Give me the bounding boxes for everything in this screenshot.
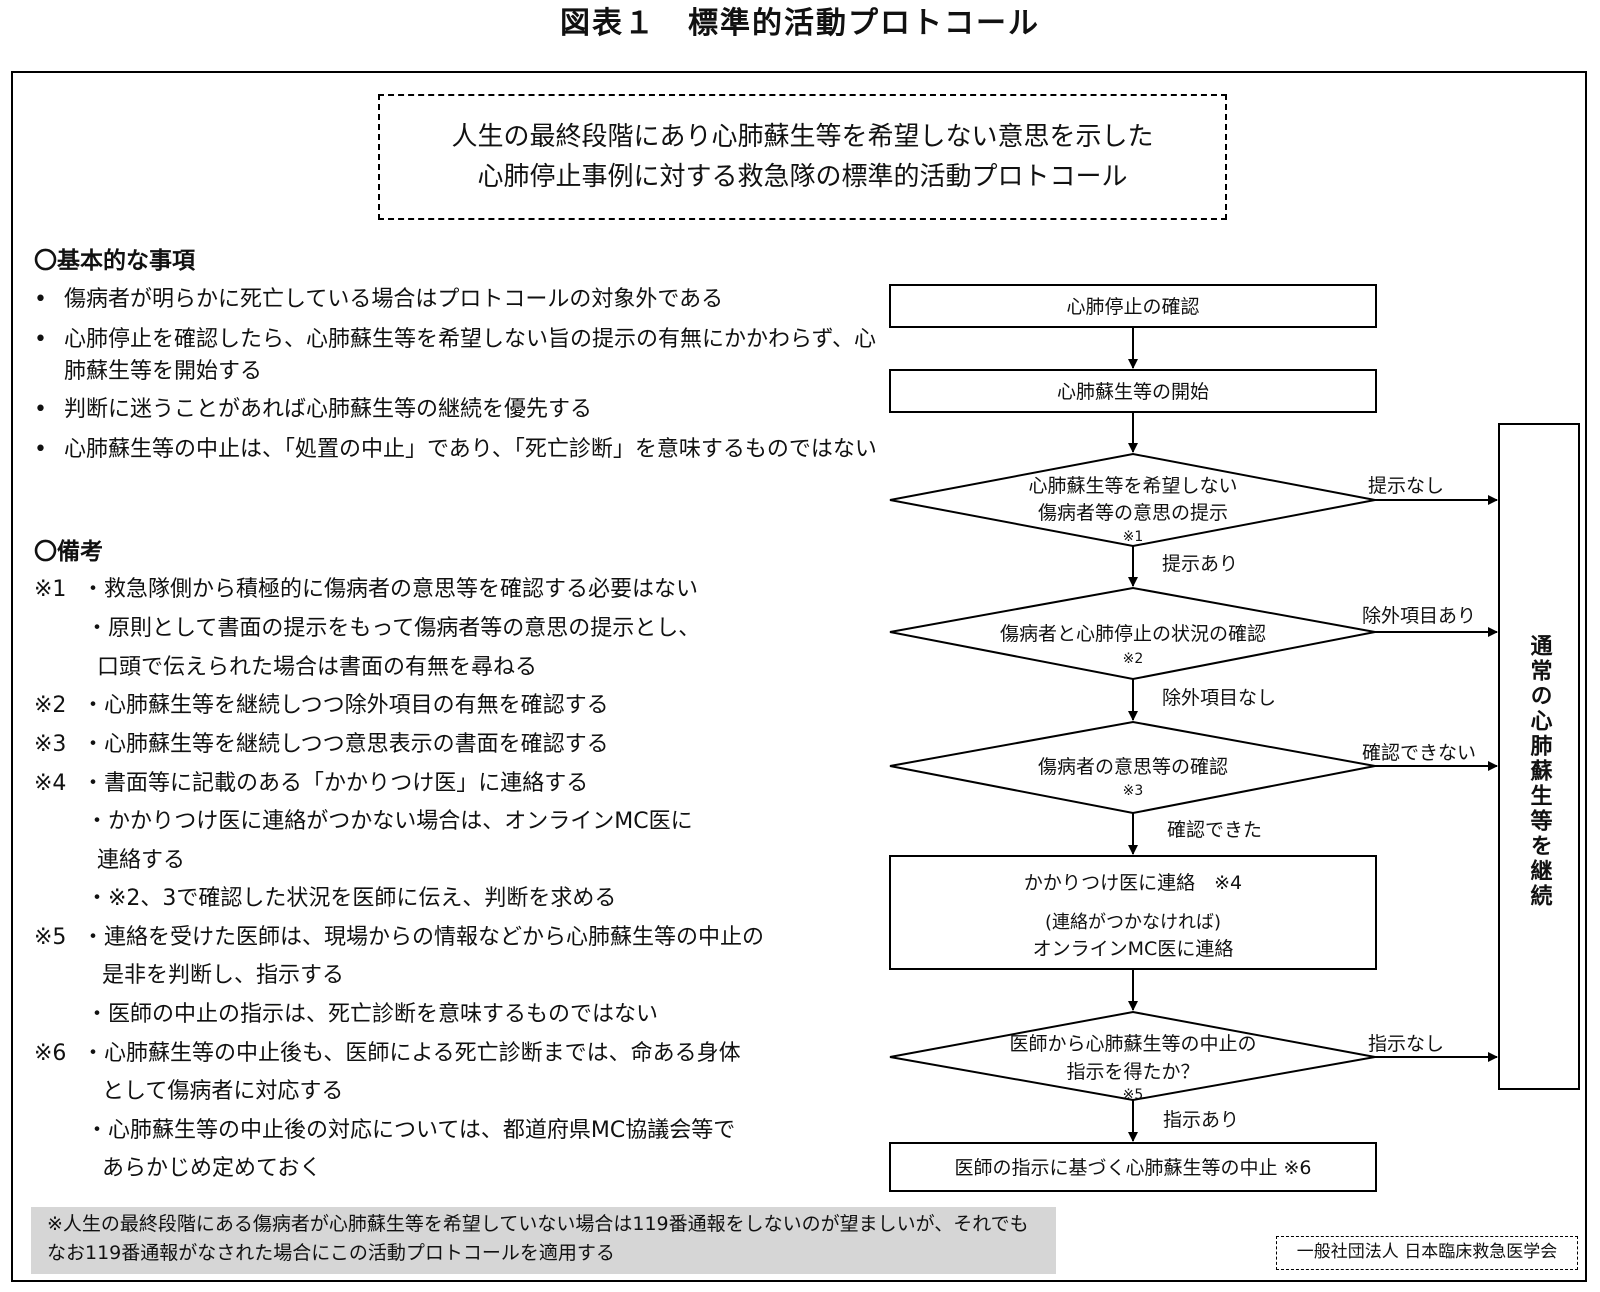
decision-2-note: ※2: [1123, 651, 1144, 667]
decision-4-line-1: 医師から心肺蘇生等の中止の: [1009, 1033, 1256, 1055]
basics-item-1: • 傷病者が明らかに死亡している場合はプロトコールの対象外である: [34, 284, 874, 316]
remark-line: あらかじめ定めておく: [102, 1156, 322, 1181]
remark-mark-1: ※1: [34, 577, 67, 602]
remark-line: ・連絡を受けた医師は、現場からの情報などから心肺蘇生等の中止の: [82, 925, 765, 950]
stop-cpr-box: [889, 1142, 1377, 1192]
start-cpr-box: [889, 369, 1377, 413]
remark-line: ・原則として書面の提示をもって傷病者等の意思の提示とし、: [86, 616, 701, 641]
content-frame: [11, 71, 1587, 1282]
decision-exclusion-check: [889, 586, 1376, 681]
decision-2-line-1: 傷病者と心肺停止の状況の確認: [1000, 623, 1266, 645]
decision-4-note: ※5: [1123, 1087, 1144, 1103]
remark-mark-6: ※6: [34, 1041, 67, 1066]
footnote: ※人生の最終段階にある傷病者が心肺蘇生等を希望していない場合は119番通報をしな…: [31, 1207, 1056, 1274]
contact-line-3: オンラインMC医に連絡: [1033, 938, 1234, 960]
remark-line: 口頭で伝えられた場合は書面の有無を尋ねる: [97, 655, 538, 680]
contact-line-1: かかりつけ医に連絡 ※4: [1024, 872, 1242, 894]
bullet-dot: •: [34, 437, 47, 462]
basics-item-2: • 心肺停止を確認したら、心肺蘇生等を希望しない旨の提示の有無にかかわらず、心肺…: [34, 324, 884, 388]
remark-line: ・かかりつけ医に連絡がつかない場合は、オンラインMC医に: [86, 809, 693, 834]
decision-3-note: ※3: [1123, 783, 1144, 799]
basics-header: 〇基本的な事項: [34, 248, 195, 274]
bullet-dot: •: [34, 287, 47, 312]
protocol-heading-line-2: 心肺停止事例に対する救急隊の標準的活動プロトコール: [477, 162, 1128, 192]
credit-label: 一般社団法人 日本臨床救急医学会: [1276, 1236, 1578, 1270]
remark-line: ・書面等に記載のある「かかりつけ医」に連絡する: [82, 771, 589, 796]
start-cpr-label: 心肺蘇生等の開始: [1057, 381, 1209, 403]
page-title: 図表１ 標準的活動プロトコール: [560, 6, 1040, 41]
bullet-dot: •: [34, 327, 47, 352]
decision-4-line-2: 指示を得たか？: [1066, 1061, 1199, 1083]
remark-mark-3: ※3: [34, 732, 67, 757]
decision-2-yes-label: 除外項目なし: [1162, 687, 1276, 709]
decision-1-yes-label: 提示あり: [1162, 553, 1238, 575]
confirm-arrest-box: [889, 284, 1377, 328]
decision-3-line-1: 傷病者の意思等の確認: [1038, 756, 1228, 778]
remark-mark-4: ※4: [34, 771, 67, 796]
remark-line: ・医師の中止の指示は、死亡診断を意味するものではない: [86, 1002, 659, 1027]
continue-cpr-label: 通常の心肺蘇生等を継続: [1527, 634, 1554, 909]
decision-4-no-label: 指示なし: [1368, 1033, 1444, 1055]
remarks-header: 〇備考: [34, 539, 103, 565]
protocol-heading-box: 人生の最終段階にあり心肺蘇生等を希望しない意思を示した 心肺停止事例に対する救急…: [378, 94, 1227, 220]
remark-line: 連絡する: [97, 848, 186, 873]
remark-line: ・心肺蘇生等の中止後も、医師による死亡診断までは、命ある身体: [82, 1041, 741, 1066]
continue-cpr-box: [1498, 423, 1580, 1090]
remark-line: 是非を判断し、指示する: [102, 963, 345, 988]
remark-line: ・※2、3で確認した状況を医師に伝え、判断を求める: [86, 886, 617, 911]
remark-line: ・心肺蘇生等を継続しつつ除外項目の有無を確認する: [82, 693, 609, 718]
decision-1-line-2: 傷病者等の意思の提示: [1038, 502, 1228, 524]
confirm-arrest-label: 心肺停止の確認: [1066, 296, 1199, 318]
remark-line: ・心肺蘇生等の中止後の対応については、都道府県MC協議会等で: [86, 1118, 736, 1143]
decision-2-no-label: 除外項目あり: [1362, 605, 1476, 627]
basics-item-3: • 判断に迷うことがあれば心肺蘇生等の継続を優先する: [34, 394, 874, 426]
decision-1-line-1: 心肺蘇生等を希望しない: [1028, 475, 1237, 497]
decision-doctor-instruction: [889, 1010, 1376, 1102]
bullet-dot: •: [34, 397, 47, 422]
remark-line: ・心肺蘇生等を継続しつつ意思表示の書面を確認する: [82, 732, 609, 757]
remark-mark-2: ※2: [34, 693, 67, 718]
decision-intent-presented: [889, 452, 1376, 548]
stop-cpr-label: 医師の指示に基づく心肺蘇生等の中止 ※6: [954, 1157, 1311, 1179]
decision-4-yes-label: 指示あり: [1163, 1109, 1239, 1131]
remark-line: ・救急隊側から積極的に傷病者の意思等を確認する必要はない: [82, 577, 699, 602]
decision-1-note: ※1: [1123, 529, 1144, 545]
remark-line: として傷病者に対応する: [102, 1079, 344, 1104]
decision-3-no-label: 確認できない: [1362, 742, 1476, 764]
remark-mark-5: ※5: [34, 925, 67, 950]
decision-3-yes-label: 確認できた: [1167, 819, 1262, 841]
protocol-heading-line-1: 人生の最終段階にあり心肺蘇生等を希望しない意思を示した: [451, 122, 1154, 152]
decision-intent-check: [889, 720, 1376, 815]
contact-doctor-box: [889, 855, 1377, 970]
basics-item-4: • 心肺蘇生等の中止は、「処置の中止」であり、「死亡診断」を意味するものではない: [34, 434, 884, 466]
contact-line-2: (連絡がつかなければ): [1045, 912, 1221, 933]
decision-1-no-label: 提示なし: [1368, 475, 1444, 497]
